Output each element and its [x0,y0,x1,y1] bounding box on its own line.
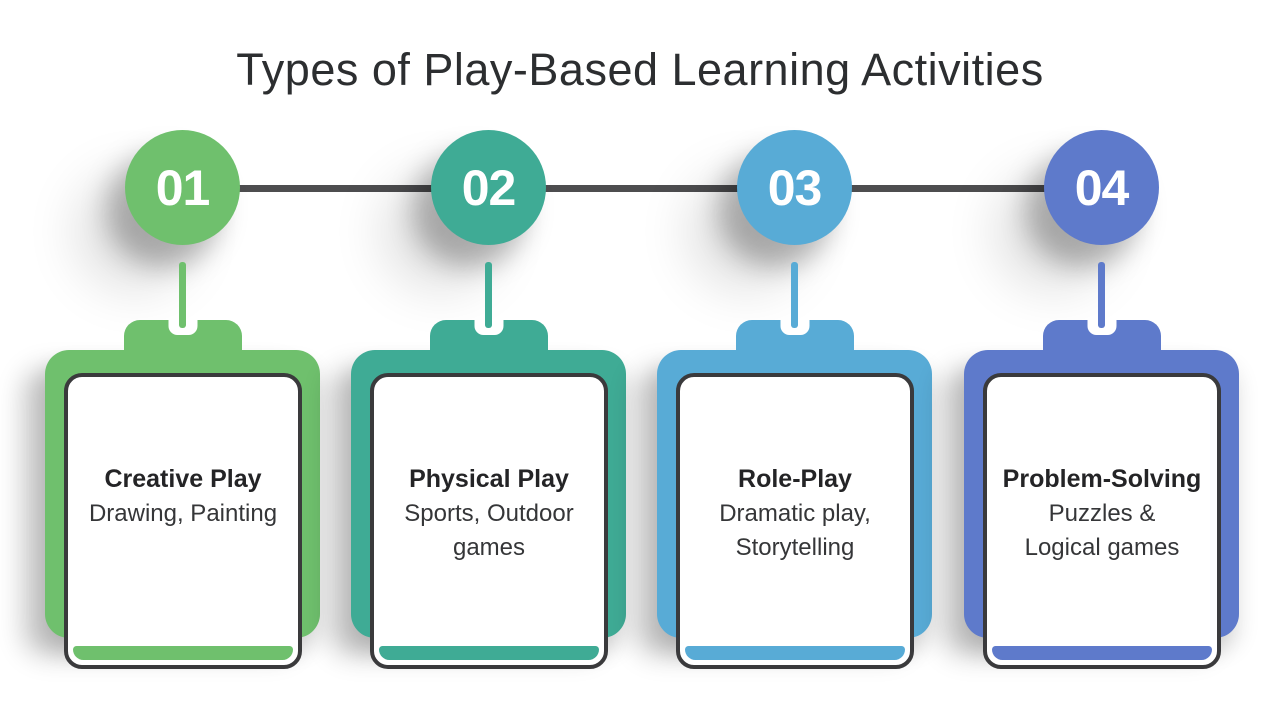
step-number: 04 [1074,159,1130,216]
card-line: Drawing, Painting [88,500,278,527]
card-title: Creative Play [104,465,262,493]
step-number-badge: 02 [431,130,546,245]
card-line: Dramatic play, [719,500,871,527]
page-title: Types of Play-Based Learning Activities [236,44,1044,95]
clipboard-paper: Physical Play Sports, Outdoor games [370,373,608,669]
step-column-3: 03 Role-Play Dramatic play, Storytelling [657,130,932,675]
step-number-badge: 04 [1044,130,1159,245]
step-column-2: 02 Physical Play Sports, Outdoor games [351,130,626,675]
step-number: 01 [155,159,211,216]
card-line: Puzzles & [1048,500,1156,527]
card-title: Problem-Solving [1002,465,1202,493]
card-title: Physical Play [409,465,569,493]
accent-bar [992,646,1212,660]
connector-stem [179,262,186,328]
step-column-4: 04 Problem-Solving Puzzles & Logical gam… [964,130,1239,675]
clipboard-paper: Role-Play Dramatic play, Storytelling [676,373,914,669]
timeline-line [182,185,1101,192]
clipboard-paper: Creative Play Drawing, Painting [64,373,302,669]
accent-bar [73,646,293,660]
step-number: 03 [767,159,823,216]
step-column-1: 01 Creative Play Drawing, Painting [45,130,320,675]
step-number-badge: 03 [737,130,852,245]
connector-stem [485,262,492,328]
connector-stem [1098,262,1105,328]
accent-bar [685,646,905,660]
step-number: 02 [461,159,517,216]
connector-stem [791,262,798,328]
card-line: games [452,534,526,561]
clipboard-paper: Problem-Solving Puzzles & Logical games [983,373,1221,669]
card-line: Sports, Outdoor [404,500,574,527]
card-line: Logical games [1024,534,1180,561]
step-number-badge: 01 [125,130,240,245]
card-title: Role-Play [738,465,852,493]
card-line: Storytelling [735,534,855,561]
accent-bar [379,646,599,660]
